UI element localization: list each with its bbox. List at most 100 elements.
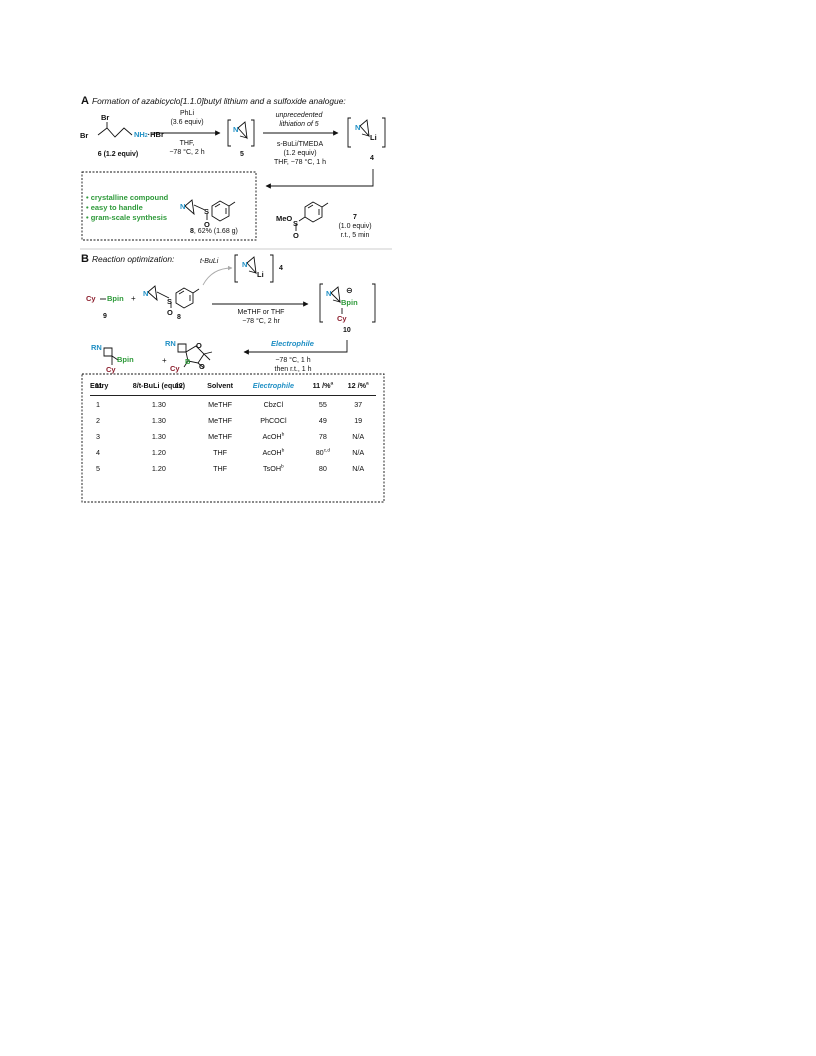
atom-n: N	[233, 125, 239, 134]
cell-electrophile: CbzCl	[241, 396, 305, 413]
box-bullet-1: • crystalline compound	[86, 193, 169, 202]
cell-equiv-value: 1.20	[151, 463, 166, 473]
cell-electrophile: AcOHb	[241, 428, 305, 444]
step1-conditions-bottom: THF, −78 °C, 2 h	[169, 140, 205, 156]
cell-entry: 2	[90, 412, 119, 428]
atom-o: O	[199, 362, 205, 371]
step2-conditions: s-BuLi/TMEDA (1.2 equiv) THF, −78 °C, 1 …	[273, 141, 326, 166]
cell-yield-12-value: 19	[354, 415, 363, 425]
cell-entry: 1	[90, 396, 119, 413]
cell-equiv-value: 1.30	[151, 399, 166, 409]
cell-yield-11-value: 80	[318, 463, 327, 473]
cell-electrophile: PhCOCl	[241, 412, 305, 428]
tbuli-label: t-BuLi	[200, 258, 219, 265]
cell-solvent-value: MeTHF	[208, 431, 233, 441]
atom-meo: MeO	[276, 214, 293, 223]
atom-br: Br	[80, 131, 89, 140]
cell-yield-12: N/A	[340, 444, 376, 460]
cell-yield-12-value: N/A	[352, 463, 365, 473]
atom-b: B	[185, 357, 191, 366]
atom-o: O	[167, 308, 173, 317]
section-a-letter: A	[81, 95, 89, 107]
b-step1-conditions: MeTHF or THF −78 °C, 2 hr	[237, 309, 285, 325]
compound-8-label: 8	[177, 314, 181, 321]
optimization-table: Entry 8/t-BuLi (equiv) Solvent Electroph…	[90, 378, 376, 476]
cell-entry: 3	[90, 428, 119, 444]
cell-electrophile-footnote: b	[281, 448, 285, 454]
atom-n: N	[143, 289, 149, 298]
cell-electrophile-value: AcOH	[262, 447, 282, 457]
cell-solvent: MeTHF	[199, 428, 242, 444]
compound-11-label: 11	[95, 383, 103, 390]
atom-o: O	[293, 231, 299, 240]
compound-4-label: 4	[279, 265, 283, 272]
compound-4-ring	[359, 119, 370, 138]
cell-yield-12-value: N/A	[352, 447, 365, 457]
cell-yield-12: 19	[340, 412, 376, 428]
col-header-equiv: 8/t-BuLi (equiv)	[132, 381, 186, 390]
cell-solvent: MeTHF	[199, 412, 242, 428]
cell-yield-12: 37	[340, 396, 376, 413]
compound-5-label: 5	[240, 151, 244, 158]
atom-o: O	[196, 341, 202, 350]
cell-electrophile-value: CbzCl	[263, 399, 284, 409]
cell-equiv: 1.30	[119, 412, 199, 428]
cell-solvent-value: MeTHF	[208, 415, 233, 425]
cell-equiv: 1.20	[119, 444, 199, 460]
cell-yield-11: 49	[305, 412, 340, 428]
atom-bpin: Bpin	[341, 298, 358, 307]
cell-entry-value: 1	[96, 399, 100, 409]
section-b-title: Reaction optimization:	[91, 254, 175, 264]
atom-s: S	[204, 207, 210, 216]
atom-cy: Cy	[86, 294, 96, 303]
cell-solvent-value: THF	[213, 447, 228, 457]
cell-yield-11-value: 55	[318, 399, 327, 409]
cell-electrophile-value: TsOH	[263, 463, 282, 473]
step2-note: unprecedented lithiation of 5	[275, 112, 323, 128]
atom-rn: RN	[91, 343, 102, 352]
col-header-yield-12: 12 /%a	[347, 381, 369, 390]
cell-electrophile-value: AcOH	[262, 431, 282, 441]
cell-electrophile-value: PhCOCl	[260, 415, 287, 425]
cell-electrophile: AcOHb	[241, 444, 305, 460]
electrophile-label: Electrophile	[271, 339, 314, 348]
atom-cy: Cy	[106, 365, 116, 374]
col-header-electrophile: Electrophile	[252, 381, 294, 390]
cell-yield-11-footnote: c,d	[323, 448, 331, 454]
negative-charge-icon: ⊖	[346, 286, 353, 295]
cell-equiv-value: 1.30	[151, 431, 166, 441]
cell-entry-value: 3	[96, 431, 100, 441]
cell-electrophile-footnote: b	[281, 432, 285, 438]
cell-equiv-value: 1.20	[151, 447, 166, 457]
cell-yield-11: 80c,d	[305, 444, 340, 460]
cell-entry: 5	[90, 460, 119, 476]
cell-equiv: 1.20	[119, 460, 199, 476]
atom-n: N	[242, 260, 248, 269]
cell-yield-11: 55	[305, 396, 340, 413]
atom-s: S	[167, 297, 173, 306]
table-row: 2 1.30 MeTHF PhCOCl 49 19	[90, 412, 376, 428]
product-box	[81, 171, 257, 241]
box-bullet-3: • gram-scale synthesis	[86, 213, 167, 222]
arrow-to-products	[243, 340, 348, 355]
cell-solvent-value: THF	[213, 463, 228, 473]
cell-yield-12-value: N/A	[352, 431, 365, 441]
compound-4-label: 4	[370, 155, 374, 162]
product-8-label: 8, 62% (1.68 g)	[190, 228, 238, 235]
atom-li: Li	[257, 270, 264, 279]
cell-yield-11: 78	[305, 428, 340, 444]
atom-n: N	[326, 289, 332, 298]
cell-entry-value: 2	[96, 415, 100, 425]
col-header-solvent: Solvent	[207, 381, 234, 390]
arrow-to-box	[265, 169, 374, 189]
cell-yield-12-value: 37	[354, 399, 363, 409]
cell-electrophile: TsOHb	[241, 460, 305, 476]
cell-yield-11: 80	[305, 460, 340, 476]
atom-o: O	[204, 220, 210, 229]
atom-cy: Cy	[170, 364, 180, 373]
